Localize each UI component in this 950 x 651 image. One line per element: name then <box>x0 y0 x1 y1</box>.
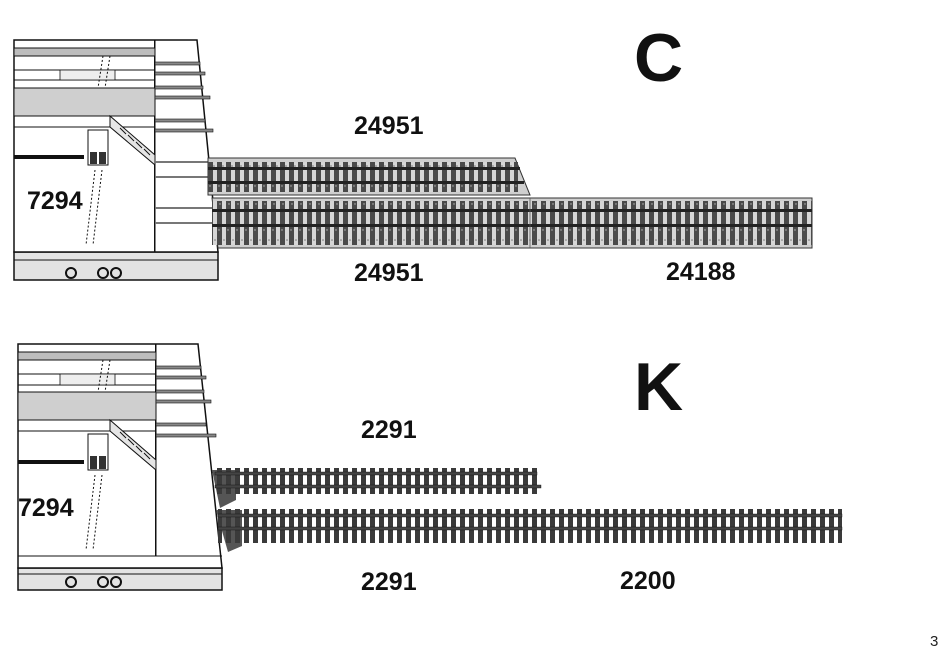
section-letter-c: C <box>634 20 683 96</box>
track-label-lower-right-c: 24188 <box>666 258 736 286</box>
section-c: 7294 C 24951 24951 24188 <box>14 20 812 287</box>
station-label-c: 7294 <box>27 187 83 215</box>
lower-track-k <box>218 509 842 543</box>
lower-track-c <box>212 198 812 248</box>
track-label-upper-k: 2291 <box>361 416 417 444</box>
track-label-upper-c: 24951 <box>354 112 424 140</box>
station-platform-k: 7294 <box>18 344 242 590</box>
track-label-lower-right-k: 2200 <box>620 567 676 595</box>
section-k: 7294 K 2291 2291 2200 <box>18 344 842 596</box>
track-label-lower-left-k: 2291 <box>361 568 417 596</box>
station-label-k: 7294 <box>18 494 74 522</box>
upper-track-k <box>215 468 541 494</box>
section-letter-k: K <box>634 349 683 425</box>
track-label-lower-left-c: 24951 <box>354 259 424 287</box>
station-platform-c: 7294 <box>14 40 218 280</box>
upper-track-c <box>208 158 530 195</box>
page-number: 3 <box>930 633 938 650</box>
